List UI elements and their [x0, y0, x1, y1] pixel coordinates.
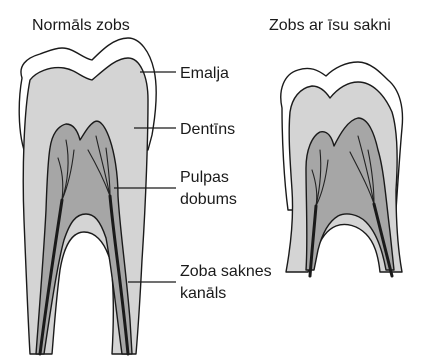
label-canal-line2: kanāls [180, 285, 226, 302]
short-root-tooth [281, 62, 403, 276]
label-pulp-line1: Pulpas [180, 169, 229, 186]
normal-tooth [19, 38, 156, 354]
label-pulp-line2: dobums [180, 191, 237, 208]
label-enamel: Emalja [180, 65, 229, 82]
label-canal-line1: Zoba saknes [180, 263, 272, 280]
label-dentin: Dentīns [180, 121, 235, 138]
title-normal-tooth: Normāls zobs [32, 17, 130, 34]
title-short-root-tooth: Zobs ar īsu sakni [269, 17, 391, 34]
